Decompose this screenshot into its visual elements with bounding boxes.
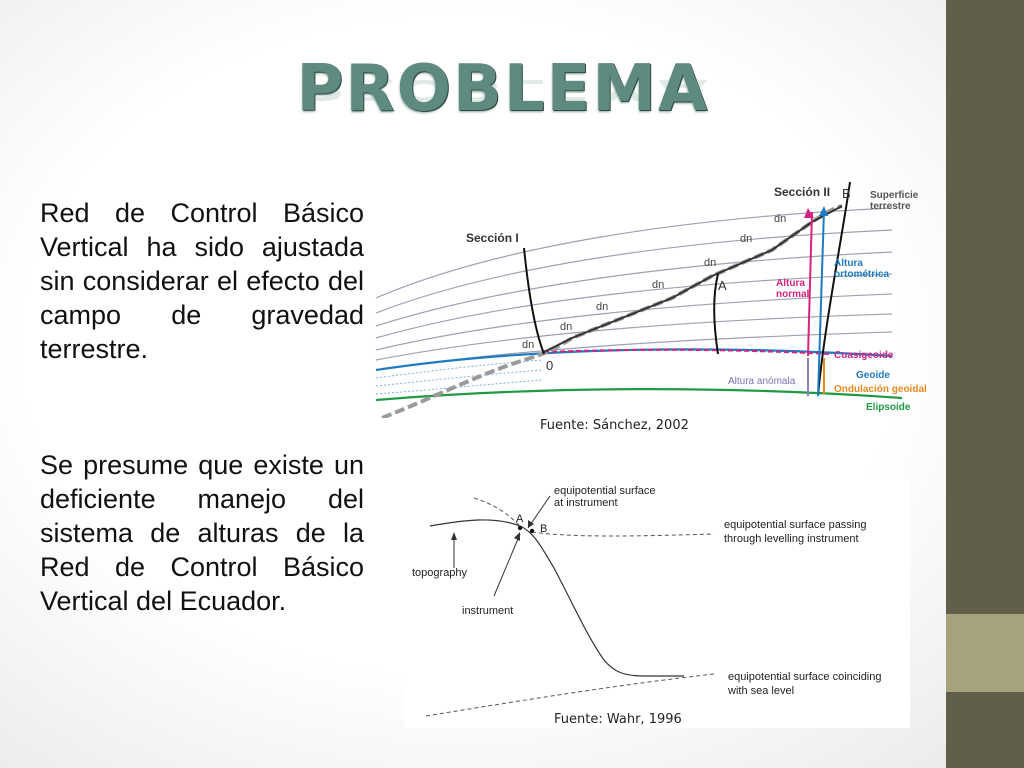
seccion-ii-label: Sección II — [774, 185, 830, 199]
cuasigeoide-label: Cuasigeoide — [834, 350, 894, 361]
dn-label: dn — [774, 213, 786, 225]
dn-label: dn — [596, 301, 608, 313]
seccion-ii-line — [817, 181, 851, 397]
point-a-label: A — [516, 513, 524, 525]
passing-label-2: through levelling instrument — [724, 533, 859, 545]
seccion-i-label: Sección I — [466, 231, 519, 245]
passing-label-1: equipotential surface passing — [724, 519, 866, 531]
point-b-label: B — [842, 186, 851, 201]
paragraph-1: Red de Control Básico Vertical ha sido a… — [40, 198, 364, 364]
topography-line — [429, 519, 684, 677]
geoide-line — [375, 348, 893, 372]
dn-label: dn — [704, 257, 716, 269]
superficie-label: Superficie — [870, 190, 919, 201]
altura-anomala-label: Altura anómala — [728, 376, 796, 387]
dn-label: dn — [740, 233, 752, 245]
altura-orto-label-2: ortométrica — [834, 269, 889, 280]
geoide-label: Geoide — [856, 370, 890, 381]
point-b-label: B — [540, 523, 547, 535]
equipotential-diagram: A B equipotential surface at instrument … — [404, 478, 910, 728]
dn-label: dn — [652, 279, 664, 291]
ondulacion-label: Ondulación geoidal — [834, 384, 927, 395]
topography-label: topography — [412, 567, 468, 579]
altura-orto-label-1: Altura — [834, 258, 863, 269]
dn-label: dn — [560, 321, 572, 333]
equip-instrument-label-2: at instrument — [554, 497, 618, 509]
zero-label: 0 — [546, 358, 553, 373]
cuasigeoide-line — [543, 348, 831, 355]
elipsoide-label: Elipsoide — [866, 402, 911, 413]
figure1-caption: Fuente: Sánchez, 2002 — [540, 418, 689, 433]
equip-instrument-label-1: equipotential surface — [554, 485, 656, 497]
altura-normal-label-1: Altura — [776, 278, 805, 289]
side-accent-block — [946, 614, 1024, 692]
seccion-i-line — [523, 247, 545, 355]
instrument-label: instrument — [462, 605, 513, 617]
altura-normal-label-2: normal — [776, 289, 810, 300]
figure2-caption: Fuente: Wahr, 1996 — [554, 712, 682, 727]
dn-label: dn — [522, 339, 534, 351]
sea-label-1: equipotential surface coinciding — [728, 671, 882, 683]
terrestre-label: terrestre — [870, 201, 911, 212]
sea-label-2: with sea level — [727, 685, 794, 697]
point-a-label: A — [718, 278, 727, 293]
height-systems-diagram: dn dn dn dn dn dn dn Sección I Sección I… — [375, 181, 927, 418]
paragraph-2: Se presume que existe un deficiente mane… — [40, 450, 364, 616]
slide-title: PROBLEMA — [296, 52, 710, 126]
